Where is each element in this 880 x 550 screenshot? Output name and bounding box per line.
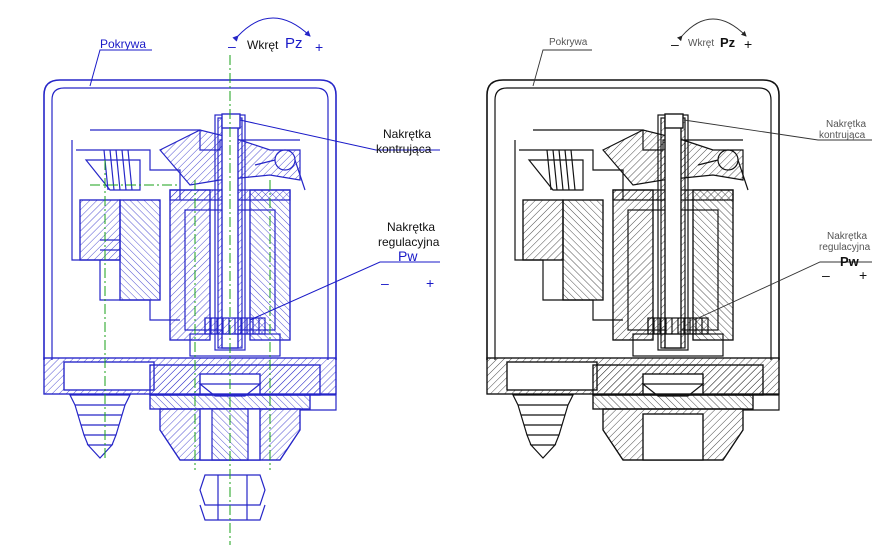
left-cover [43,79,337,360]
right-drawing [486,79,780,461]
left-screw-label: Wkręt [247,38,279,52]
right-cover [486,79,780,360]
left-cover-label: Pokrywa [100,37,147,51]
left-screw-symbol: Pz [285,35,303,52]
left-locknut-label-line1: Nakrętka [383,127,432,141]
right-minus-sign: – [671,36,679,52]
right-locknut-label-line1: Nakrętka [826,119,867,130]
right-leaders [532,18,872,321]
right-adjust-symbol: Pw [840,254,859,269]
left-drawing [43,79,337,521]
left-adjust-label-line2: regulacyjna [378,235,440,249]
left-adjust-symbol: Pw [398,248,418,264]
right-rotation-arrow [676,18,747,42]
left-adjust-label-line1: Nakrętka [387,220,436,234]
left-adjust-minus: – [381,275,389,291]
right-locknut-label-line2: kontrująca [819,130,866,141]
right-adjust-plus: + [859,267,868,283]
right-adjust-label-line2: regulacyjna [819,242,871,253]
left-centerlines [90,55,271,545]
left-leaders [89,17,440,321]
right-adjust-label-line1: Nakrętka [827,231,868,242]
right-plus-sign: + [744,36,753,52]
left-locknut-label-line2: kontrująca [376,142,432,156]
left-plus-sign: + [315,39,324,55]
right-adjust-minus: – [822,267,830,283]
left-minus-sign: – [228,38,236,54]
right-screw-label: Wkręt [688,38,715,49]
left-rotation-arrow [232,17,311,42]
right-screw-symbol: Pz [720,35,736,50]
right-cover-label: Pokrywa [549,37,588,48]
left-adjust-plus: + [426,275,435,291]
